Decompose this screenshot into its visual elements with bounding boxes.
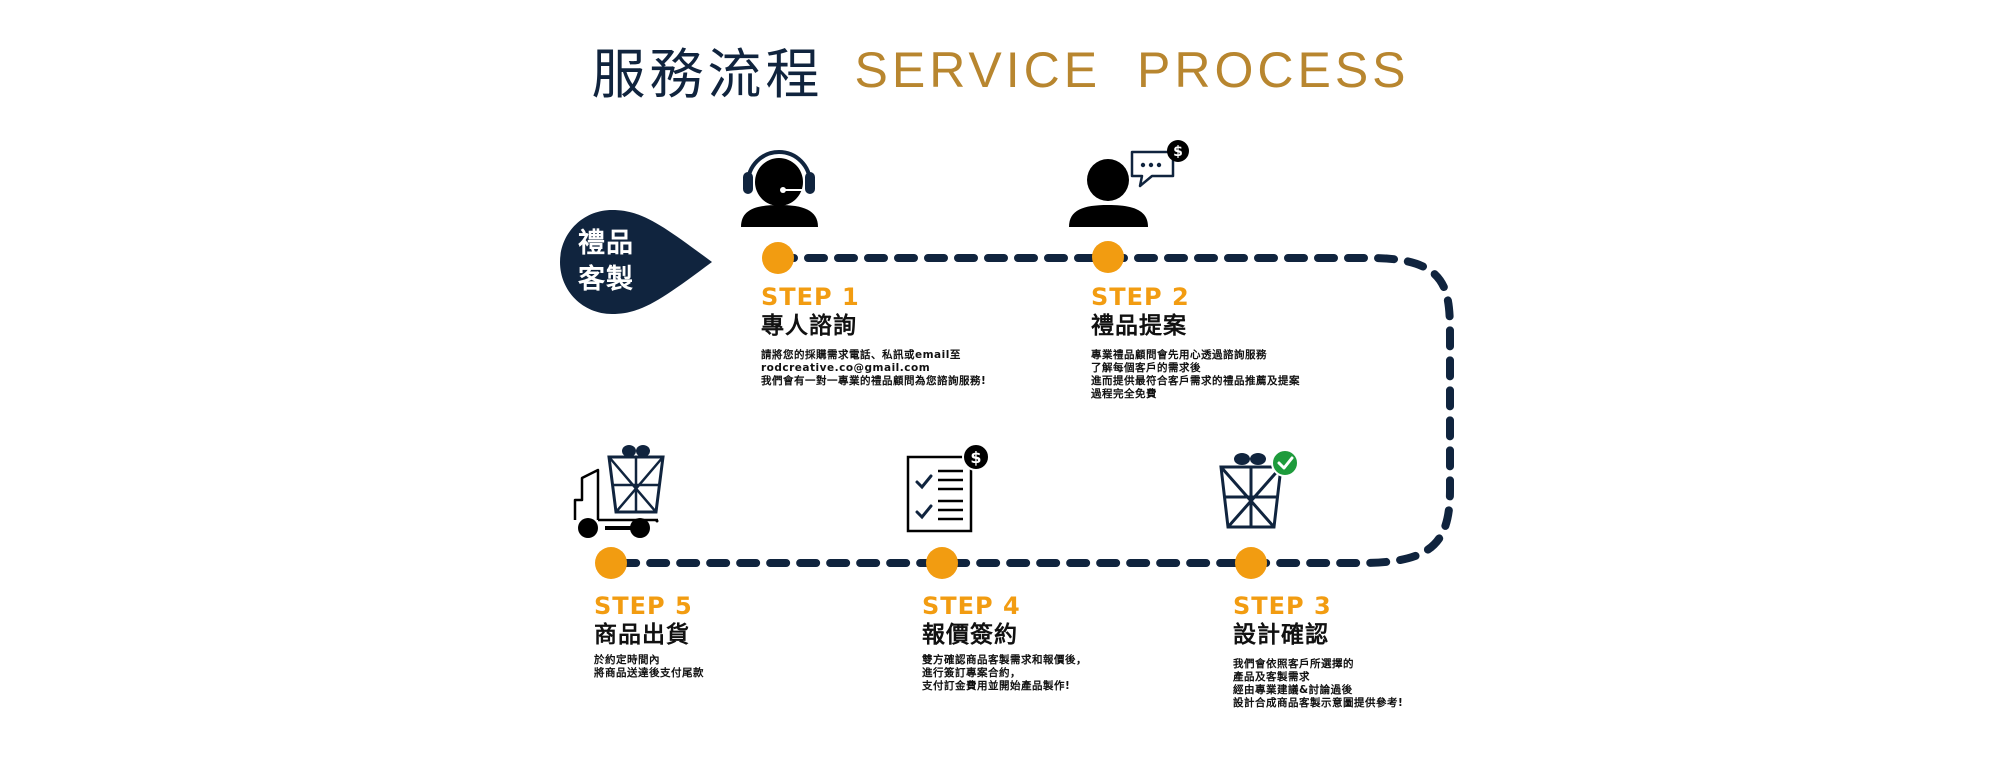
step-title: 專人諮詢 [761, 313, 857, 339]
desc-line: 支付訂金費用並開始產品製作! [922, 680, 1071, 692]
step-label: STEP 4 [922, 592, 1021, 620]
desc-line: 過程完全免費 [1091, 388, 1157, 400]
step-description: 於約定時間內 將商品送達後支付尾款 [594, 654, 704, 680]
step-label: STEP 1 [761, 283, 860, 311]
desc-line: 我們會有一對一專業的禮品顧問為您諮詢服務! [761, 375, 987, 387]
desc-line: 雙方確認商品客製需求和報價後， [922, 654, 1087, 666]
step-description: 請將您的採購需求電話、私訊或email至 rodcreative.co@gmai… [761, 349, 986, 388]
badge-line-2: 客製 [578, 264, 634, 295]
step-title: 報價簽約 [922, 622, 1018, 648]
dollar-badge-icon [1167, 140, 1189, 162]
desc-line: 經由專業建議&討論過後 [1233, 684, 1353, 696]
badge-line-1: 禮品 [578, 228, 634, 259]
step-4: STEP 4 報價簽約 雙方確認商品客製需求和報價後， 進行簽訂專案合約， 支付… [922, 592, 1087, 693]
step-1-dot [762, 242, 794, 274]
desc-line: 專業禮品顧問會先用心透過諮詢服務 [1091, 349, 1267, 361]
desc-line: 我們會依照客戶所選擇的 [1233, 658, 1354, 670]
svg-text:$: $ [1173, 144, 1183, 160]
step-4-dot [926, 547, 958, 579]
step-2: STEP 2 禮品提案 專業禮品顧問會先用心透過諮詢服務 了解每個客戶的需求後 … [1091, 283, 1300, 401]
desc-line: 請將您的採購需求電話、私訊或email至 [761, 349, 961, 361]
desc-line: 進行簽訂專案合約， [922, 667, 1021, 679]
desc-line: 於約定時間內 [594, 654, 660, 666]
gift-custom-badge [560, 210, 712, 314]
step-title: 設計確認 [1233, 622, 1329, 648]
process-path [607, 254, 1454, 567]
step-2-dot [1092, 241, 1124, 273]
checklist-price-icon: $ [906, 443, 990, 533]
step-5-dot [595, 547, 627, 579]
desc-line: 設計合成商品客製示意圖提供參考! [1233, 697, 1404, 709]
svg-text:$: $ [970, 448, 981, 467]
step-description: 雙方確認商品客製需求和報價後， 進行簽訂專案合約， 支付訂金費用並開始產品製作! [922, 654, 1087, 693]
desc-line: 產品及客製需求 [1233, 671, 1310, 683]
step-description: 專業禮品顧問會先用心透過諮詢服務 了解每個客戶的需求後 進而提供最符合客戶需求的… [1091, 349, 1300, 401]
step-label: STEP 3 [1233, 592, 1332, 620]
step-label: STEP 2 [1091, 283, 1190, 311]
desc-line: 了解每個客戶的需求後 [1091, 362, 1201, 374]
page-title: 服務流程 SERVICE PROCESS [0, 30, 2001, 109]
title-chinese: 服務流程 [591, 43, 824, 106]
delivery-truck-gift-icon [573, 445, 665, 538]
dollar-badge-icon [962, 443, 990, 471]
step-label: STEP 5 [594, 592, 693, 620]
title-english: SERVICE PROCESS [854, 41, 1410, 98]
step-title: 禮品提案 [1091, 313, 1187, 339]
desc-line: 將商品送達後支付尾款 [594, 667, 704, 679]
step-1: STEP 1 專人諮詢 請將您的採購需求電話、私訊或email至 rodcrea… [761, 283, 986, 388]
badge-label: 禮品 客製 [578, 226, 648, 298]
gift-check-icon [1219, 449, 1299, 529]
step-3: STEP 3 設計確認 我們會依照客戶所選擇的 產品及客製需求 經由專業建議&討… [1233, 592, 1403, 710]
email-link[interactable]: rodcreative.co@gmail.com [761, 362, 931, 374]
step-title: 商品出貨 [594, 622, 690, 648]
headset-agent-icon [741, 150, 818, 227]
desc-line: 進而提供最符合客戶需求的禮品推薦及提案 [1091, 375, 1300, 387]
step-5: STEP 5 商品出貨 於約定時間內 將商品送達後支付尾款 [594, 592, 704, 680]
step-description: 我們會依照客戶所選擇的 產品及客製需求 經由專業建議&討論過後 設計合成商品客製… [1233, 658, 1403, 710]
step-3-dot [1235, 547, 1267, 579]
person-chat-price-icon: $ [1069, 140, 1189, 227]
